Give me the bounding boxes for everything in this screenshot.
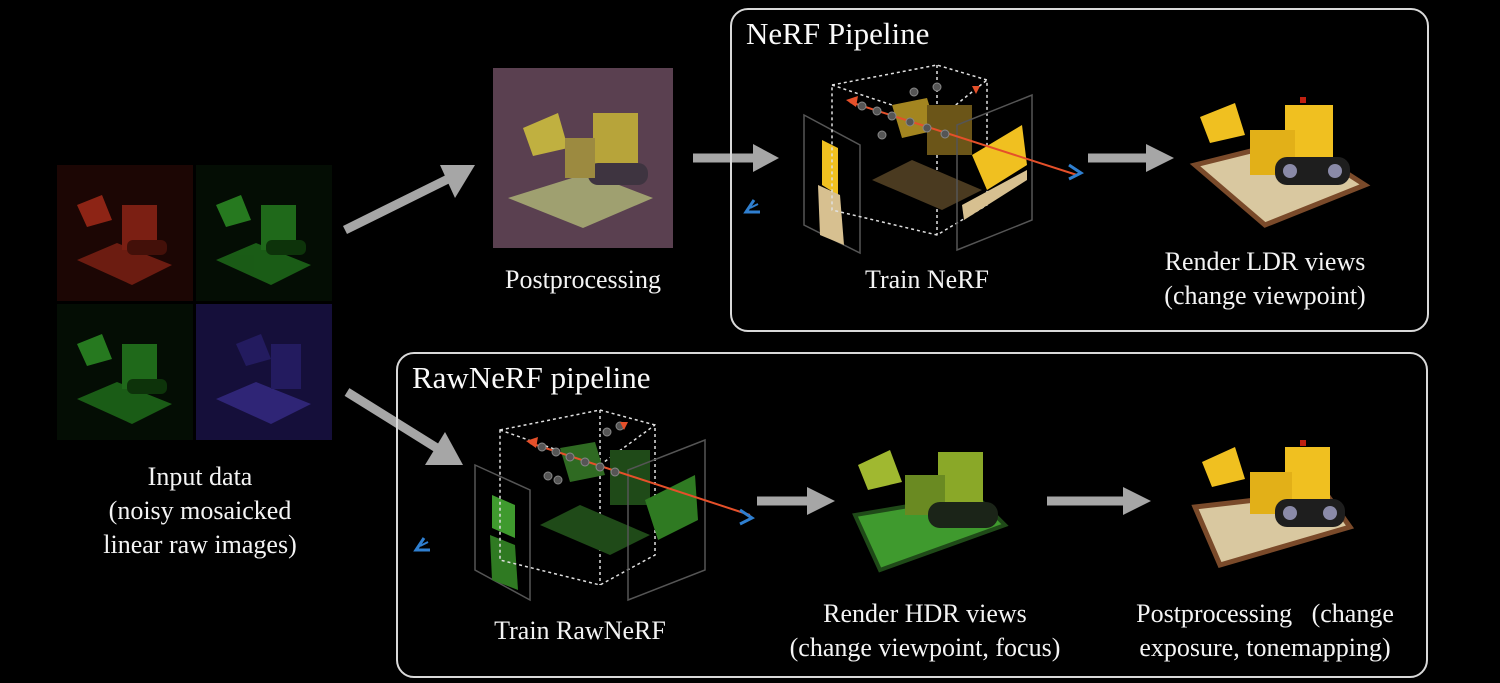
lego-bulldozer-icon: [508, 113, 653, 228]
input-channel-blue: [196, 304, 332, 440]
render-hdr-caption: Render HDR views (change viewpoint, focu…: [775, 597, 1075, 665]
train-rawnerf-caption: Train RawNeRF: [494, 616, 666, 645]
arrow-to-postprocessing: [343, 165, 475, 235]
lego-bulldozer-icon: [77, 195, 172, 285]
camera-icon: [739, 508, 755, 526]
arrow-to-postprocessed-hdr: [1047, 487, 1151, 515]
rawnerf-training-scene: [413, 409, 755, 602]
camera-icon: [743, 199, 760, 214]
lego-bulldozer-icon: [216, 195, 311, 285]
image-plane-left: [803, 113, 861, 255]
camera-icon: [413, 537, 430, 552]
nerf-pipeline-panel: NeRF Pipeline: [730, 8, 1429, 332]
lego-bulldozer-icon: [77, 334, 172, 424]
render-ldr-caption: Render LDR views (change viewpoint): [1140, 245, 1390, 313]
input-data-group: [57, 165, 335, 440]
ray-tail-arrow: [846, 96, 858, 107]
nerf-pipeline-title: NeRF Pipeline: [746, 16, 930, 51]
arrow-to-nerf: [693, 144, 779, 172]
lego-bulldozer-icon: [216, 334, 311, 424]
input-channel-red: [57, 165, 193, 301]
postprocessing-hdr-caption: Postprocessing (change exposure, tonemap…: [1115, 597, 1415, 665]
caption-line: linear raw images): [103, 530, 297, 559]
caption-line: Input data: [147, 462, 253, 491]
input-channel-green-1: [196, 165, 332, 301]
caption-line: (noisy mosaicked: [108, 496, 292, 525]
rawnerf-pipeline-title: RawNeRF pipeline: [412, 360, 651, 395]
caption-line: Render HDR views: [823, 599, 1027, 628]
caption-line: (change viewpoint, focus): [789, 633, 1061, 662]
camera-icon: [1068, 163, 1084, 181]
ldr-render: [1189, 97, 1371, 228]
caption-line: exposure, tonemapping): [1139, 633, 1391, 662]
arrow-to-hdr: [757, 487, 835, 515]
bounding-volume: [499, 409, 656, 586]
input-data-caption: Input data (noisy mosaicked linear raw i…: [60, 460, 340, 562]
rawnerf-pipeline-panel: RawNeRF pipeline: [396, 352, 1428, 678]
image-plane-right: [627, 438, 706, 602]
train-nerf-caption: Train NeRF: [864, 265, 989, 294]
caption-line: (change viewpoint): [1164, 281, 1366, 310]
ray-tail-arrow: [526, 437, 538, 448]
image-plane-right: [956, 93, 1033, 252]
image-plane-left: [474, 463, 531, 602]
sample-points: [857, 82, 950, 140]
input-channel-green-2: [57, 304, 193, 440]
arrow-to-rawnerf: [344, 388, 463, 465]
hdr-render: [852, 450, 1009, 573]
postprocessed-image: [493, 68, 673, 248]
caption-line: Render LDR views: [1164, 247, 1366, 276]
postprocessing-caption: Postprocessing: [505, 265, 661, 294]
caption-line: Postprocessing (change: [1136, 599, 1394, 628]
nerf-training-scene: [743, 64, 1084, 255]
sample-points: [537, 421, 625, 485]
ray: [849, 101, 1078, 176]
postprocessed-hdr-render: [1191, 440, 1355, 569]
arrow-to-ldr: [1088, 144, 1174, 172]
